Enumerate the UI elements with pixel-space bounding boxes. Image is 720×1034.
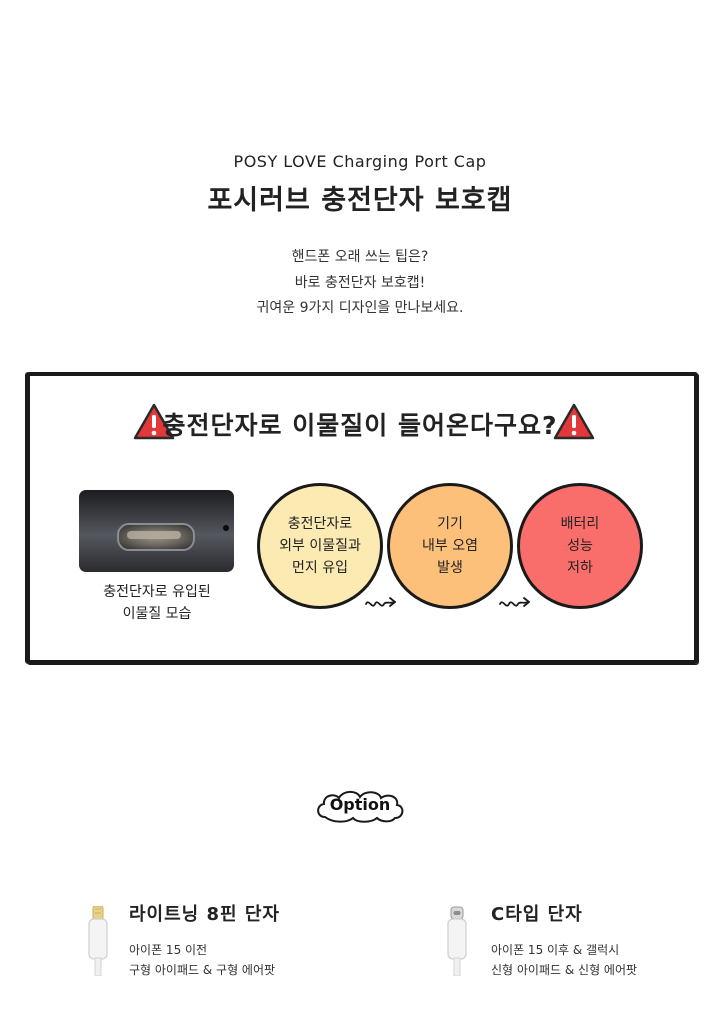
- curly-arrow-icon: [365, 597, 396, 607]
- intro-line-3: 귀여운 9가지 디자인을 만나보세요.: [256, 300, 464, 316]
- warning-icon: [133, 403, 175, 440]
- option-usbc-title: C타입 단자: [491, 904, 583, 925]
- step-text: 배터리: [560, 516, 600, 532]
- option-lightning-desc: 아이폰 15 이전 구형 아이패드 & 구형 에어팟: [129, 940, 275, 980]
- cloud-icon: [317, 790, 404, 823]
- step-text: 기기: [437, 516, 463, 532]
- warning-headline: 충전단자로 이물질이 들어온다구요?: [162, 411, 558, 440]
- photo-caption: 충전단자로 유입된 이물질 모습: [80, 581, 234, 625]
- step-text: 충전단자로: [287, 516, 353, 532]
- step-circle-dust-inflow: 충전단자로 외부 이물질과 먼지 유입: [257, 483, 383, 609]
- option-usbc-desc-1: 아이폰 15 이후 & 갤럭시: [491, 943, 620, 957]
- option-usbc-desc: 아이폰 15 이후 & 갤럭시 신형 아이패드 & 신형 에어팟: [491, 940, 637, 980]
- step-circle-contamination: 기기 내부 오염 발생: [387, 483, 513, 609]
- option-lightning-title: 라이트닝 8핀 단자: [129, 904, 280, 925]
- korean-title: 포시러브 충전단자 보호캡: [207, 185, 513, 216]
- intro-line-1: 핸드폰 오래 쓰는 팁은?: [291, 249, 429, 265]
- intro-line-2: 바로 충전단자 보호캡!: [294, 275, 426, 291]
- lightning-plug-icon: [88, 906, 108, 976]
- step-circle-battery-degradation: 배터리 성능 저하: [517, 483, 643, 609]
- step-text: 저하: [567, 560, 593, 576]
- photo-caption-line-1: 충전단자로 유입된: [103, 584, 211, 600]
- usb-c-plug-icon: [447, 906, 467, 976]
- warning-headline-row: 충전단자로 이물질이 들어온다구요?: [0, 402, 720, 446]
- port-slot: [117, 523, 195, 551]
- option-badge: Option: [313, 787, 407, 827]
- step-text: 내부 오염: [422, 538, 478, 554]
- step-text: 외부 이물질과: [279, 538, 361, 554]
- option-label: Option: [329, 795, 391, 814]
- english-title: POSY LOVE Charging Port Cap: [233, 152, 487, 171]
- step-text: 성능: [567, 538, 593, 554]
- step-text: 먼지 유입: [292, 560, 348, 576]
- option-usbc-desc-2: 신형 아이패드 & 신형 에어팟: [491, 963, 638, 977]
- step-text: 발생: [437, 560, 463, 576]
- option-lightning-desc-2: 구형 아이패드 & 구형 에어팟: [129, 963, 276, 977]
- dirty-port-photo: [79, 490, 234, 572]
- photo-caption-line-2: 이물질 모습: [122, 606, 192, 622]
- curly-arrow-icon: [499, 597, 530, 607]
- warning-icon: [553, 403, 595, 440]
- port-hole: [223, 525, 229, 531]
- option-lightning-desc-1: 아이폰 15 이전: [129, 943, 208, 957]
- warning-frame: [26, 372, 698, 664]
